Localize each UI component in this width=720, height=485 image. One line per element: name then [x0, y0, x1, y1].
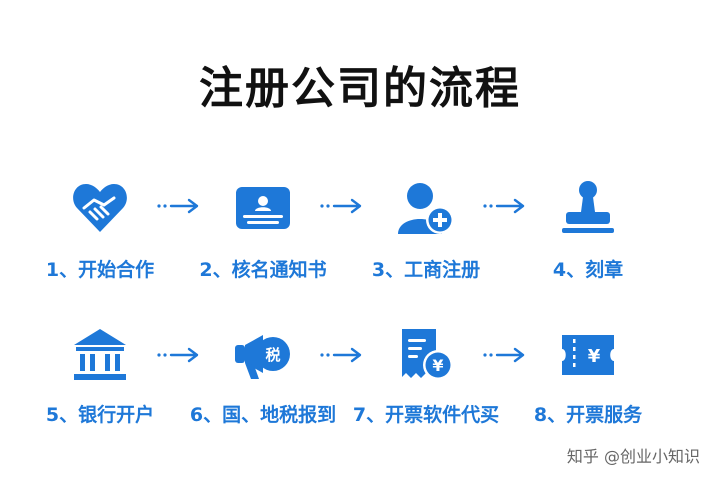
- user-add-icon: [396, 178, 456, 238]
- ticket-yen-icon: ¥: [558, 325, 618, 385]
- flow-arrow: [157, 347, 201, 363]
- receipt-yen-icon: ¥: [396, 325, 456, 385]
- tax-glyph: 税: [265, 346, 280, 364]
- megaphone-tax-icon: 税: [233, 325, 293, 385]
- page-title: 注册公司的流程: [199, 63, 521, 114]
- handshake-icon: [70, 178, 130, 238]
- watermark: 知乎 @创业小知识: [566, 447, 700, 466]
- step-label: 4、刻章: [552, 259, 624, 281]
- yen-glyph: ¥: [588, 346, 601, 367]
- stamp-icon: [558, 178, 618, 238]
- flow-arrow: [483, 347, 527, 363]
- flow-arrow: [320, 198, 364, 214]
- flow-arrow: [157, 198, 201, 214]
- step-label: 8、开票服务: [533, 404, 643, 426]
- flow-arrow: [483, 198, 527, 214]
- step-label: 6、国、地税报到: [189, 404, 337, 426]
- flow-arrow: [320, 347, 364, 363]
- step-label: 1、开始合作: [45, 259, 155, 281]
- bank-icon: [70, 325, 130, 385]
- id-card-icon: [233, 178, 293, 238]
- step-label: 7、开票软件代买: [352, 404, 500, 426]
- step-label: 3、工商注册: [371, 259, 481, 281]
- step-label: 2、核名通知书: [199, 259, 327, 281]
- yen-glyph: ¥: [432, 356, 443, 375]
- step-label: 5、银行开户: [45, 404, 155, 426]
